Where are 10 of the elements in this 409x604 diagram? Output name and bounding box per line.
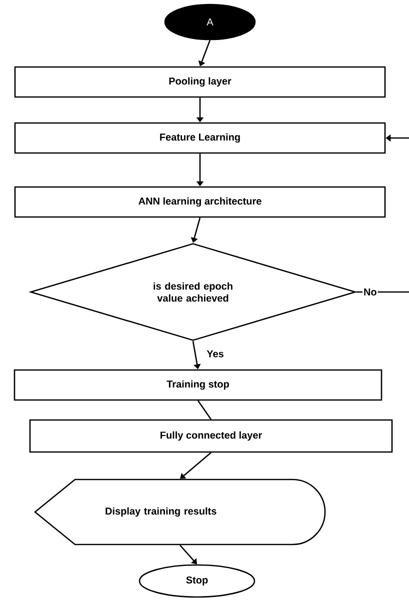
process-box: Feature Learning bbox=[14, 122, 386, 154]
process-box: ANN learning architecture bbox=[14, 186, 386, 218]
edge-label: No bbox=[362, 288, 378, 296]
arrow bbox=[180, 452, 212, 479]
process-box: Fully connected layer bbox=[29, 419, 393, 453]
terminal-oval: Stop bbox=[138, 564, 256, 598]
process-box: Pooling layer bbox=[14, 66, 386, 98]
process-box: Training stop bbox=[14, 369, 382, 401]
edge-label: Yes bbox=[206, 349, 225, 358]
arrow bbox=[180, 544, 197, 564]
